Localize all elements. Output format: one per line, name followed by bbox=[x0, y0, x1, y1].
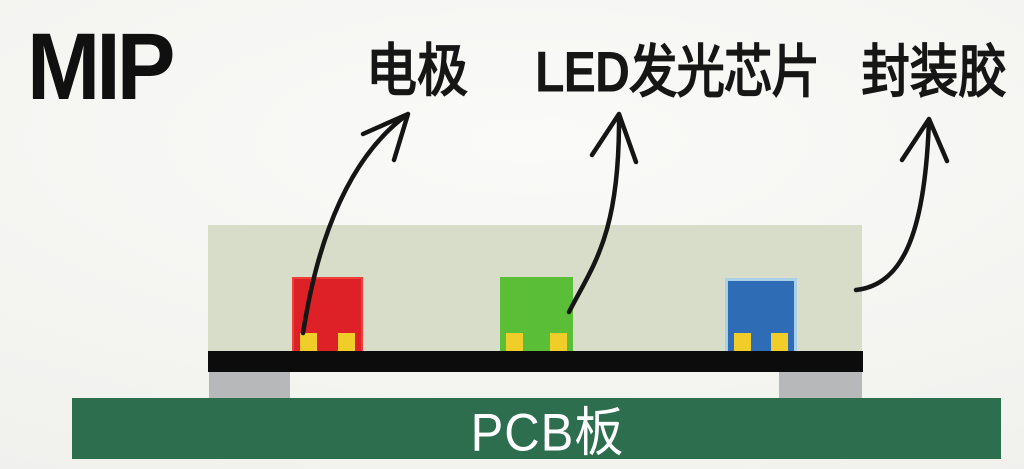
electrode-pad bbox=[550, 333, 567, 351]
pcb-label: PCB板 bbox=[470, 404, 625, 463]
substrate-bar bbox=[208, 351, 863, 372]
diagram-title: MIP bbox=[27, 12, 175, 120]
arrow-led-chip bbox=[566, 111, 639, 315]
label-led-chip: LED发光芯片 bbox=[534, 39, 820, 104]
electrode-pad bbox=[338, 333, 355, 351]
label-electrode: 电极 bbox=[365, 38, 469, 103]
led-chip-red bbox=[292, 277, 363, 351]
label-encapsulant: 封装胶 bbox=[861, 39, 1007, 104]
electrode-pad bbox=[506, 333, 523, 351]
support-leg-right bbox=[779, 372, 862, 398]
support-leg-left bbox=[209, 372, 290, 398]
electrode-pad bbox=[771, 333, 788, 351]
pcb-board: PCB板 bbox=[72, 398, 1001, 463]
arrow-electrode bbox=[300, 111, 411, 336]
led-chip-blue bbox=[725, 278, 797, 351]
led-chip-green bbox=[500, 277, 573, 351]
arrow-encapsulant bbox=[853, 116, 950, 293]
electrode-pad bbox=[734, 333, 751, 351]
electrode-pad bbox=[300, 333, 317, 351]
